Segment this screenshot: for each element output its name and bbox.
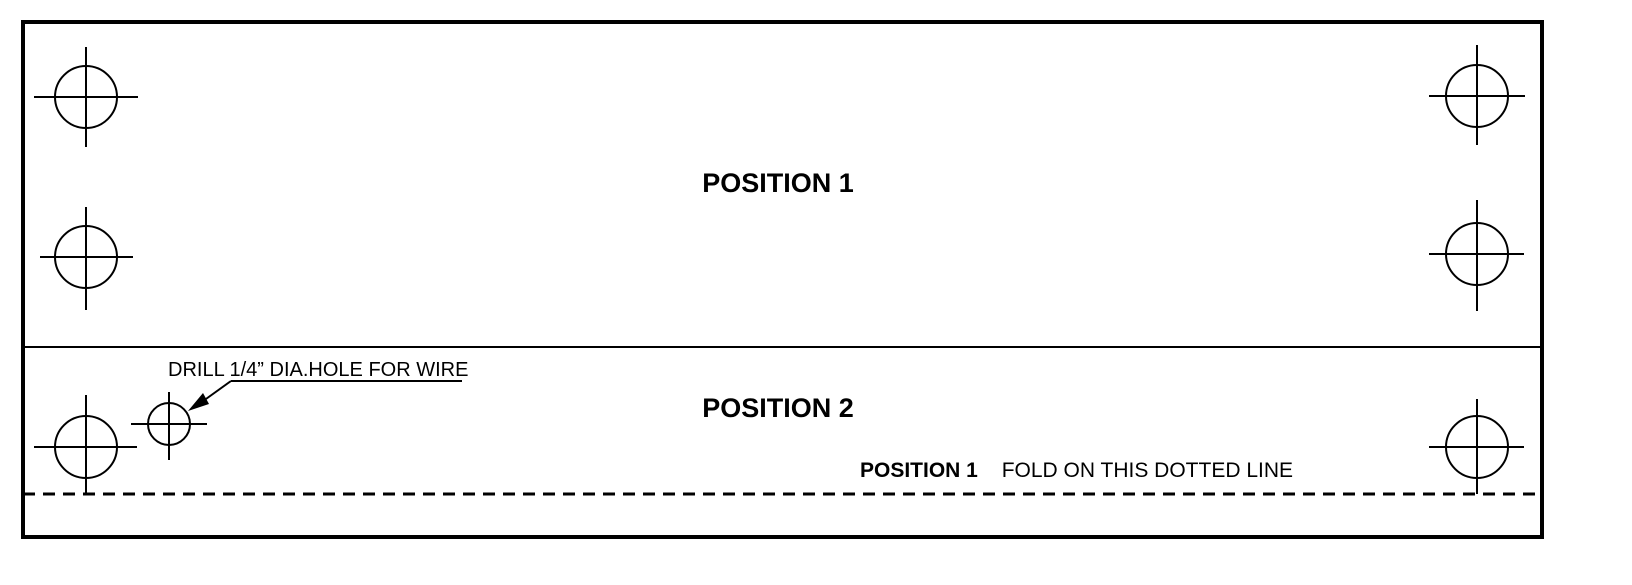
fold-note-instruction: FOLD ON THIS DOTTED LINE <box>1002 459 1293 482</box>
mounting-hole-bottom-right <box>1429 399 1524 494</box>
mounting-hole-mid-left <box>40 207 133 310</box>
fold-note: POSITION 1 FOLD ON THIS DOTTED LINE <box>860 459 1293 482</box>
drill-note-text: DRILL 1/4” DIA.HOLE FOR WIRE <box>168 359 468 381</box>
mounting-hole-top-left <box>34 47 138 147</box>
wire-drill-hole <box>131 392 207 460</box>
position-2-label: POSITION 2 <box>702 393 854 423</box>
mounting-hole-mid-right <box>1429 200 1524 311</box>
mounting-hole-bottom-left <box>34 395 137 494</box>
fold-note-position-label: POSITION 1 <box>860 459 978 482</box>
drill-note-leader <box>188 380 462 411</box>
mounting-hole-top-right <box>1429 45 1525 145</box>
outer-border <box>21 20 1544 539</box>
position-1-label: POSITION 1 <box>702 168 854 198</box>
